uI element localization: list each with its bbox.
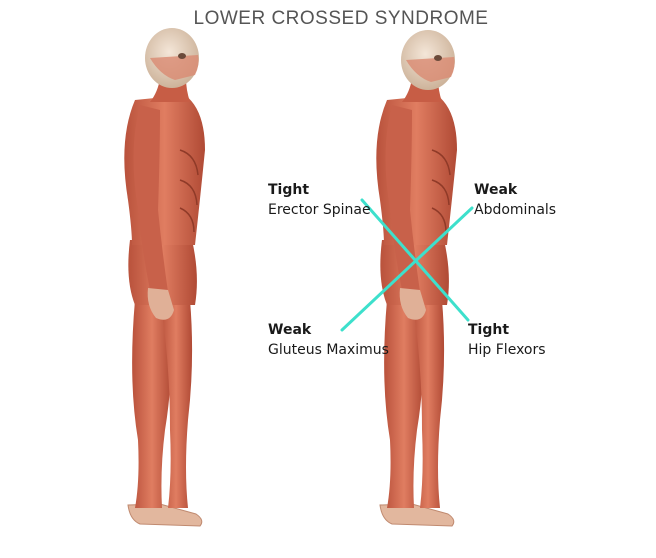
label-muscle: Gluteus Maximus: [268, 342, 389, 358]
label-weak-abdominals: Weak Abdominals: [474, 180, 556, 220]
label-state: Weak: [474, 182, 518, 198]
diagram-title: LOWER CROSSED SYNDROME: [193, 8, 489, 29]
label-tight-hip-flexors: Tight Hip Flexors: [468, 320, 546, 360]
crossed-lines: [340, 198, 474, 332]
label-muscle: Erector Spinae: [268, 202, 371, 218]
label-muscle: Hip Flexors: [468, 342, 546, 358]
label-tight-erector-spinae: Tight Erector Spinae: [268, 180, 371, 220]
weak-line: [340, 206, 474, 332]
left-figure: [124, 28, 205, 527]
label-state: Weak: [268, 322, 312, 338]
label-state: Tight: [468, 322, 510, 338]
right-figure: [376, 30, 457, 527]
label-state: Tight: [268, 182, 310, 198]
label-muscle: Abdominals: [474, 202, 557, 218]
label-weak-gluteus-maximus: Weak Gluteus Maximus: [268, 320, 389, 360]
